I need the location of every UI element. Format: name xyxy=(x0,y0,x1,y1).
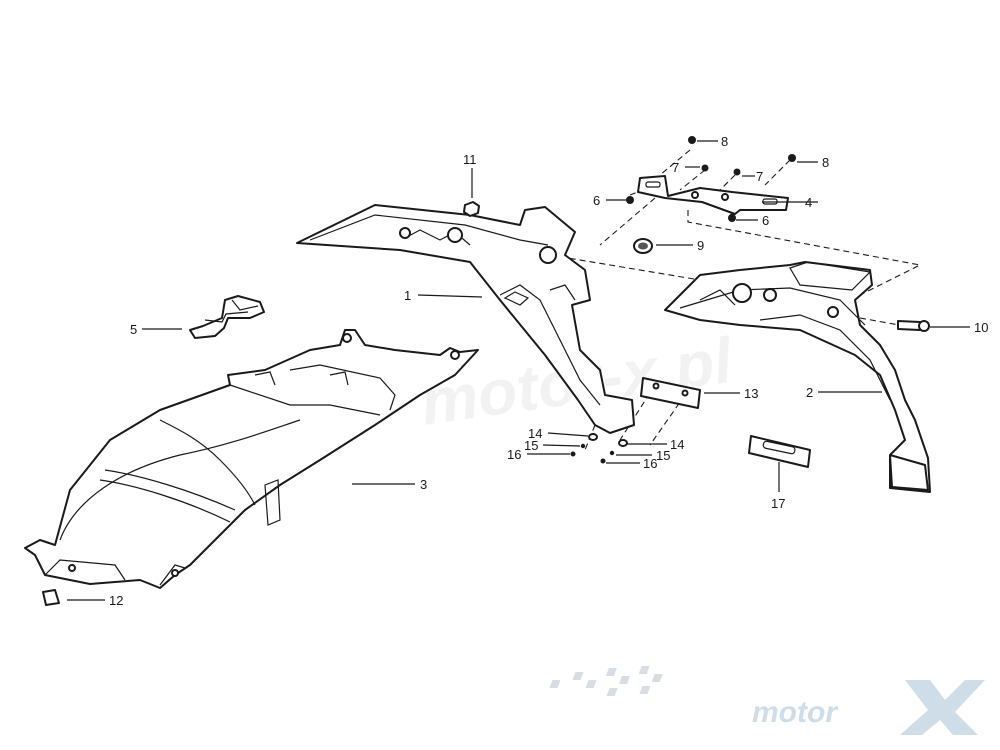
callout-7a: 7 xyxy=(672,160,679,175)
callout-labels: 1 2 3 4 5 6 6 7 7 8 8 9 10 11 12 13 14 1… xyxy=(109,134,988,608)
callout-4: 4 xyxy=(805,195,812,210)
callout-12: 12 xyxy=(109,593,123,608)
checkered-flag-icon xyxy=(549,666,663,696)
part-1-left-frame-bracket xyxy=(296,204,635,434)
bolt-10 xyxy=(897,320,921,331)
callout-11: 11 xyxy=(463,152,477,167)
washer-15-right xyxy=(609,450,615,456)
callout-1: 1 xyxy=(404,288,411,303)
callout-6a: 6 xyxy=(593,193,600,208)
callout-8b: 8 xyxy=(822,155,829,170)
callout-5: 5 xyxy=(130,322,137,337)
washer-15-left xyxy=(580,443,586,449)
callout-16a: 16 xyxy=(507,447,521,462)
callout-6b: 6 xyxy=(762,213,769,228)
bolt-8-right xyxy=(788,154,796,162)
logo-text: motor xyxy=(752,696,839,729)
bolt-8-left xyxy=(688,136,696,144)
nut-16-right xyxy=(600,458,606,464)
callout-3: 3 xyxy=(420,477,427,492)
bolt-7-left xyxy=(701,164,709,172)
motor-x-logo: motor xyxy=(549,666,985,735)
part-3-rear-fender xyxy=(24,329,479,589)
callout-15b: 15 xyxy=(656,448,670,463)
part-4-bracket-plate xyxy=(637,175,789,215)
nut-11 xyxy=(463,201,480,217)
nut-16-left xyxy=(570,451,576,457)
part-5-clip-bracket xyxy=(189,295,265,339)
callout-8a: 8 xyxy=(721,134,728,149)
part-13-plate xyxy=(640,377,701,409)
callout-14b: 14 xyxy=(670,437,684,452)
callout-9: 9 xyxy=(697,238,704,253)
callout-15a: 15 xyxy=(524,438,538,453)
leader-lines xyxy=(67,140,970,601)
washer-14-left xyxy=(588,433,598,441)
part-17-plate xyxy=(748,435,811,468)
washer-14-right xyxy=(618,439,628,447)
logo-x-mark xyxy=(900,680,985,735)
clip-12 xyxy=(42,589,60,606)
callout-17: 17 xyxy=(771,496,785,511)
part-2-right-frame-bracket xyxy=(664,261,931,493)
fasteners xyxy=(42,136,930,606)
nut-6-right xyxy=(728,214,736,222)
callout-16b: 16 xyxy=(643,456,657,471)
callout-13: 13 xyxy=(744,386,758,401)
callout-14a: 14 xyxy=(528,426,542,441)
bolt-7-right xyxy=(733,168,741,176)
nut-6-left xyxy=(626,196,634,204)
callout-10: 10 xyxy=(974,320,988,335)
callout-2: 2 xyxy=(806,385,813,400)
callout-7b: 7 xyxy=(756,169,763,184)
